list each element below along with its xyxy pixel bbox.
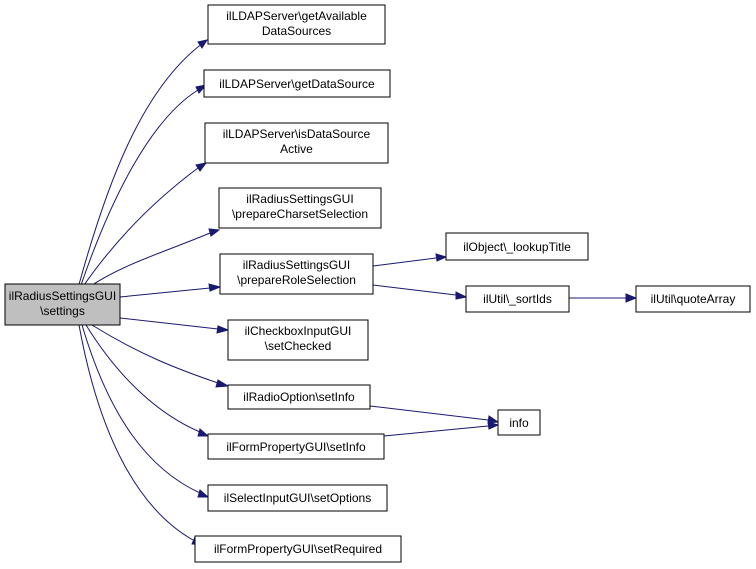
node-is-datasource-active-line-2: Active (280, 142, 313, 156)
node-formprop-setrequired-line-1: ilFormPropertyGUI\setRequired (214, 542, 382, 556)
arrowhead-set-checked (216, 325, 230, 334)
edge-root-get-available (77, 42, 204, 289)
node-formprop-setinfo-line-1: ilFormPropertyGUI\setInfo (226, 440, 366, 454)
edge-root-prepare-charset (87, 232, 211, 289)
arrowhead-radio-setinfo (215, 379, 230, 388)
node-set-checked-line-2: \setChecked (265, 339, 332, 353)
node-radio-option-setinfo[interactable]: ilRadioOption\setInfo (227, 384, 371, 410)
node-sort-ids[interactable]: ilUtil\_sortIds (465, 285, 570, 313)
node-get-available-datasources[interactable]: ilLDAPServer\getAvailable DataSources (207, 4, 386, 45)
node-radio-setinfo-line-1: ilRadioOption\setInfo (243, 390, 355, 404)
arrowhead-formprop-setinfo (197, 428, 210, 437)
node-prepare-charset-line-1: ilRadiusSettingsGUI (246, 192, 353, 206)
edge-root-radio-setinfo (91, 324, 219, 384)
node-get-available-line-2: DataSources (262, 24, 331, 38)
arrowhead-is-datasource-active (195, 162, 208, 172)
node-lookup-title-line-1: ilObject\_lookupTitle (463, 240, 571, 254)
node-prepare-charset-selection[interactable]: ilRadiusSettingsGUI \prepareCharsetSelec… (218, 187, 382, 229)
node-set-checked[interactable]: ilCheckboxInputGUI \setChecked (227, 319, 369, 361)
arrowhead-lookup-title (435, 253, 448, 262)
node-quote-array-line-1: ilUtil\quoteArray (651, 292, 736, 306)
node-select-setoptions-line-1: ilSelectInputGUI\setOptions (224, 491, 371, 505)
edge-root-formprop-setinfo (85, 324, 201, 433)
node-set-checked-line-1: ilCheckboxInputGUI (245, 324, 352, 338)
edge-role-sort-ids (372, 284, 457, 296)
edge-root-formprop-setrequired (78, 324, 194, 541)
edge-radio-setinfo-info (369, 405, 489, 421)
edges (77, 42, 626, 541)
edge-root-set-checked (119, 317, 219, 330)
arrowhead-prepare-charset (208, 228, 221, 237)
node-get-datasource-line-1: ilLDAPServer\getDataSource (219, 77, 375, 91)
node-prepare-role-line-2: \prepareRoleSelection (237, 273, 356, 287)
node-prepare-role-line-1: ilRadiusSettingsGUI (243, 258, 350, 272)
arrowhead-get-available (197, 39, 209, 49)
edge-root-prepare-role (119, 287, 211, 298)
node-is-datasource-active-line-1: ilLDAPServer\isDataSource (223, 127, 371, 141)
arrowhead-select-setoptions (197, 489, 210, 498)
node-sort-ids-line-1: ilUtil\_sortIds (483, 292, 552, 306)
node-get-datasource[interactable]: ilLDAPServer\getDataSource (203, 69, 391, 98)
edge-root-select-setoptions (81, 324, 201, 494)
arrowheads (191, 39, 638, 546)
node-root-line-1: ilRadiusSettingsGUI (9, 289, 116, 303)
node-is-datasource-active[interactable]: ilLDAPServer\isDataSource Active (204, 122, 389, 164)
arrowhead-info-from-radio (487, 415, 500, 424)
node-get-available-line-1: ilLDAPServer\getAvailable (226, 9, 367, 23)
node-lookup-title[interactable]: ilObject\_lookupTitle (445, 232, 589, 261)
node-prepare-role-selection[interactable]: ilRadiusSettingsGUI \prepareRoleSelectio… (219, 253, 374, 295)
arrowhead-info-from-formprop (487, 421, 500, 430)
node-prepare-charset-line-2: \prepareCharsetSelection (232, 207, 368, 221)
edge-root-is-datasource-active (81, 167, 199, 289)
node-root-line-2: \settings (40, 304, 85, 318)
edge-role-lookup-title (372, 257, 437, 267)
arrowhead-prepare-role (208, 283, 222, 292)
node-info[interactable]: info (497, 409, 541, 436)
arrowhead-quote-array (625, 293, 638, 303)
node-formproperty-setinfo[interactable]: ilFormPropertyGUI\setInfo (207, 433, 385, 460)
edge-formprop-setinfo-info (383, 425, 489, 437)
node-select-input-setoptions[interactable]: ilSelectInputGUI\setOptions (207, 484, 388, 512)
node-quote-array[interactable]: ilUtil\quoteArray (635, 285, 751, 313)
node-root[interactable]: ilRadiusSettingsGUI \settings (4, 283, 121, 326)
edge-root-get-datasource (79, 89, 199, 289)
node-formproperty-setrequired[interactable]: ilFormPropertyGUI\setRequired (194, 535, 402, 563)
node-info-line-1: info (509, 416, 529, 430)
arrowhead-sort-ids (455, 291, 468, 300)
